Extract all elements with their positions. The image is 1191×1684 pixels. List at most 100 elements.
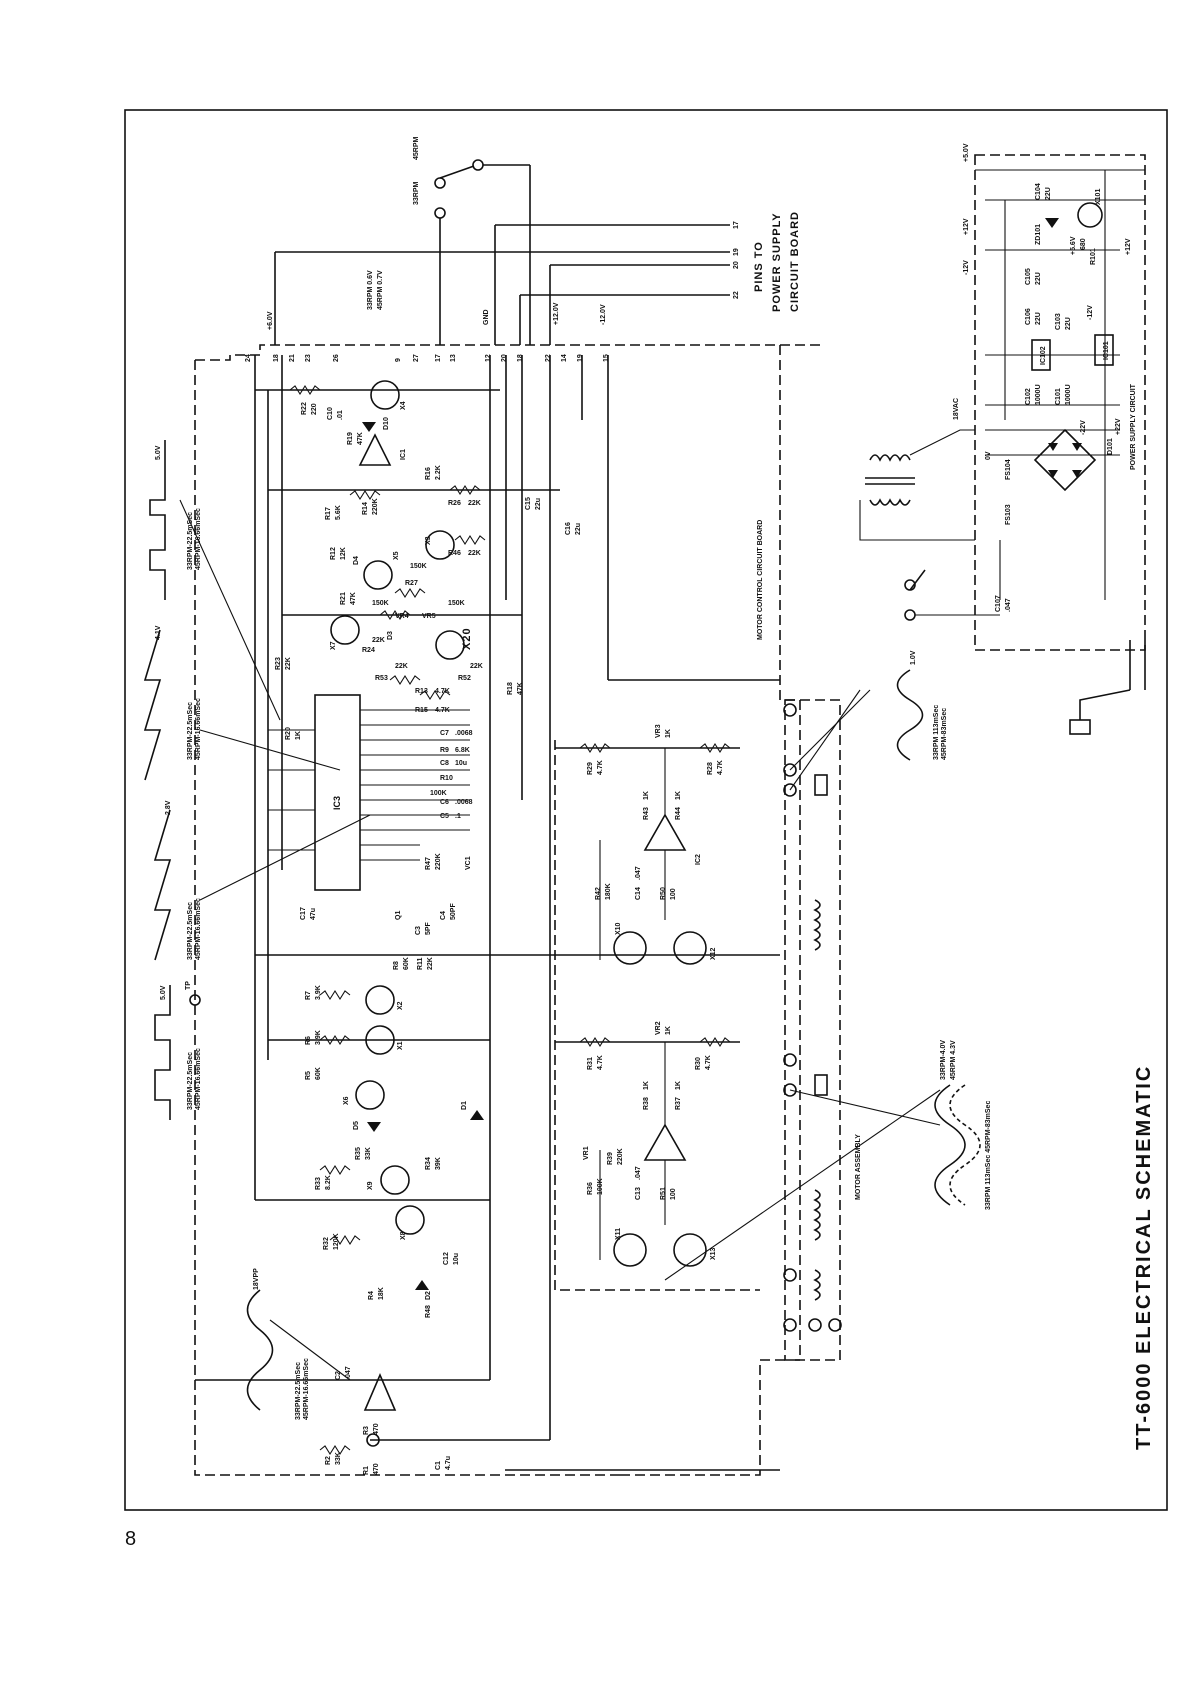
svg-text:.0068: .0068 <box>455 799 473 806</box>
svg-text:R28: R28 <box>707 762 714 775</box>
svg-text:D4: D4 <box>353 556 360 565</box>
waveform-6-sine: 1.0V 33RPM 113mSec 45RPM-83mSec <box>896 650 948 761</box>
diode-d2 <box>415 1280 429 1290</box>
svg-text:4.7u: 4.7u <box>445 1456 452 1470</box>
svg-text:60K: 60K <box>315 1067 322 1080</box>
svg-text:VC1: VC1 <box>465 856 472 870</box>
switch-label-33: 33RPM <box>413 181 420 205</box>
transistor-x6 <box>355 1080 385 1110</box>
conn-pin: 26 <box>333 354 340 362</box>
svg-text:R13: R13 <box>415 688 428 695</box>
pointer-line-1 <box>199 729 341 771</box>
conn-pin: 17 <box>435 354 442 362</box>
svg-text:R8: R8 <box>393 961 400 970</box>
sheet-border <box>124 109 1168 1511</box>
conn-pin: 18 <box>273 354 280 362</box>
svg-text:220K: 220K <box>617 1148 624 1165</box>
motor-terminals <box>783 703 842 1332</box>
component-labels-motor: R29 4.7K VR3 1K R28 4.7K R43 1K R44 1K I… <box>583 724 724 1260</box>
resistor-r28 <box>699 742 731 754</box>
svg-text:R5: R5 <box>305 1071 312 1080</box>
resistors-main <box>289 384 486 1456</box>
main-board-outline-left <box>194 360 620 1476</box>
svg-text:R26: R26 <box>448 500 461 507</box>
svg-text:47K: 47K <box>350 592 357 605</box>
pins-to-label-3: CIRCUIT BOARD <box>789 211 801 312</box>
svg-text:22U: 22U <box>1035 272 1042 285</box>
svg-text:R44: R44 <box>675 807 682 820</box>
svg-text:10u: 10u <box>455 760 467 767</box>
wave-label: 33RPM 113mSec 45RPM-83mSec <box>985 1101 992 1210</box>
svg-text:R31: R31 <box>587 1057 594 1070</box>
wave-label: 2.8V <box>165 800 172 815</box>
pin-label-20: 20 <box>733 261 740 269</box>
svg-text:5.6K: 5.6K <box>335 505 342 520</box>
svg-text:22U: 22U <box>1065 317 1072 330</box>
svg-text:R52: R52 <box>458 675 471 682</box>
page-number: 8 <box>125 1528 137 1550</box>
svg-text:X20: X20 <box>461 627 473 650</box>
bridge-diode-4 <box>1072 470 1082 478</box>
svg-text:R39: R39 <box>607 1152 614 1165</box>
resistor-r29 <box>579 742 611 754</box>
psu-v-label: -22V <box>1080 420 1087 435</box>
psu-v-label: +12V <box>963 218 970 235</box>
svg-text:C104: C104 <box>1035 183 1042 200</box>
svg-text:3.9K: 3.9K <box>315 985 322 1000</box>
ic3-pins <box>268 709 470 861</box>
svg-text:C8: C8 <box>440 760 449 767</box>
svg-text:C5: C5 <box>440 813 449 820</box>
bridge-diode-1 <box>1048 443 1058 451</box>
switch-blade <box>439 165 475 179</box>
conn-pin: 18 <box>517 354 524 362</box>
svg-text:R21: R21 <box>340 592 347 605</box>
transistor-x1 <box>365 1025 395 1055</box>
psu-v-label: -12V <box>963 260 970 275</box>
svg-text:150K: 150K <box>372 600 389 607</box>
svg-text:C12: C12 <box>443 1252 450 1265</box>
svg-text:X1: X1 <box>397 1041 404 1050</box>
svg-text:R43: R43 <box>643 807 650 820</box>
waveform-5-sine: 18VPP 33RPM-22.5mSec 45RPM-16.66mSec <box>246 1268 310 1420</box>
waveform-3-saw: 2.8V 33RPM-22.5mSec 45RPM-16.66mSec <box>153 800 202 961</box>
transistor-x2 <box>365 985 395 1015</box>
svg-text:R3: R3 <box>363 1426 370 1435</box>
ic3-body <box>314 694 361 891</box>
wave-label: 33RPM-22.5mSec <box>187 902 194 960</box>
ic102-label: IC102 <box>1040 346 1047 365</box>
svg-text:R20: R20 <box>285 727 292 740</box>
svg-text:220: 220 <box>311 403 318 415</box>
svg-text:C15: C15 <box>525 497 532 510</box>
motor-assembly-label: MOTOR ASSEMBLY <box>855 1134 862 1200</box>
power-supply-label: POWER SUPPLY CIRCUIT <box>1130 383 1137 470</box>
svg-text:R101: R101 <box>1090 248 1097 265</box>
transistors-main <box>330 380 465 1235</box>
svg-text:R53: R53 <box>375 675 388 682</box>
psu-v-label: +5.6V <box>1070 236 1077 255</box>
svg-text:X10: X10 <box>615 922 622 935</box>
wave-label: 45RPM-16.66mSec <box>303 1358 310 1420</box>
svg-text:1000U: 1000U <box>1035 384 1042 405</box>
svg-text:R14: R14 <box>362 502 369 515</box>
transistor-x12 <box>673 931 707 965</box>
wave-label: 33RPM-22.5mSec <box>187 512 194 570</box>
svg-text:47K: 47K <box>517 682 524 695</box>
svg-text:Q1: Q1 <box>395 911 402 920</box>
main-board-outline-right <box>620 345 801 1476</box>
conn-pin: 23 <box>305 354 312 362</box>
svg-text:22K: 22K <box>285 657 292 670</box>
svg-text:.0068: .0068 <box>455 730 473 737</box>
svg-text:C102: C102 <box>1025 388 1032 405</box>
svg-text:R46: R46 <box>448 550 461 557</box>
switch-label-45: 45RPM <box>413 136 420 160</box>
conn-pin: 22 <box>545 354 552 362</box>
svg-text:.1: .1 <box>455 813 461 820</box>
ic102-body <box>1031 339 1051 371</box>
ac-cord <box>1079 689 1131 720</box>
svg-text:R36: R36 <box>587 1182 594 1195</box>
component-labels-psu: C104 22U ZD101 X101 R101 680 C105 22U C1… <box>995 183 1114 612</box>
svg-text:X3: X3 <box>425 536 432 545</box>
svg-text:R50: R50 <box>660 887 667 900</box>
ac-plug <box>1069 719 1091 735</box>
